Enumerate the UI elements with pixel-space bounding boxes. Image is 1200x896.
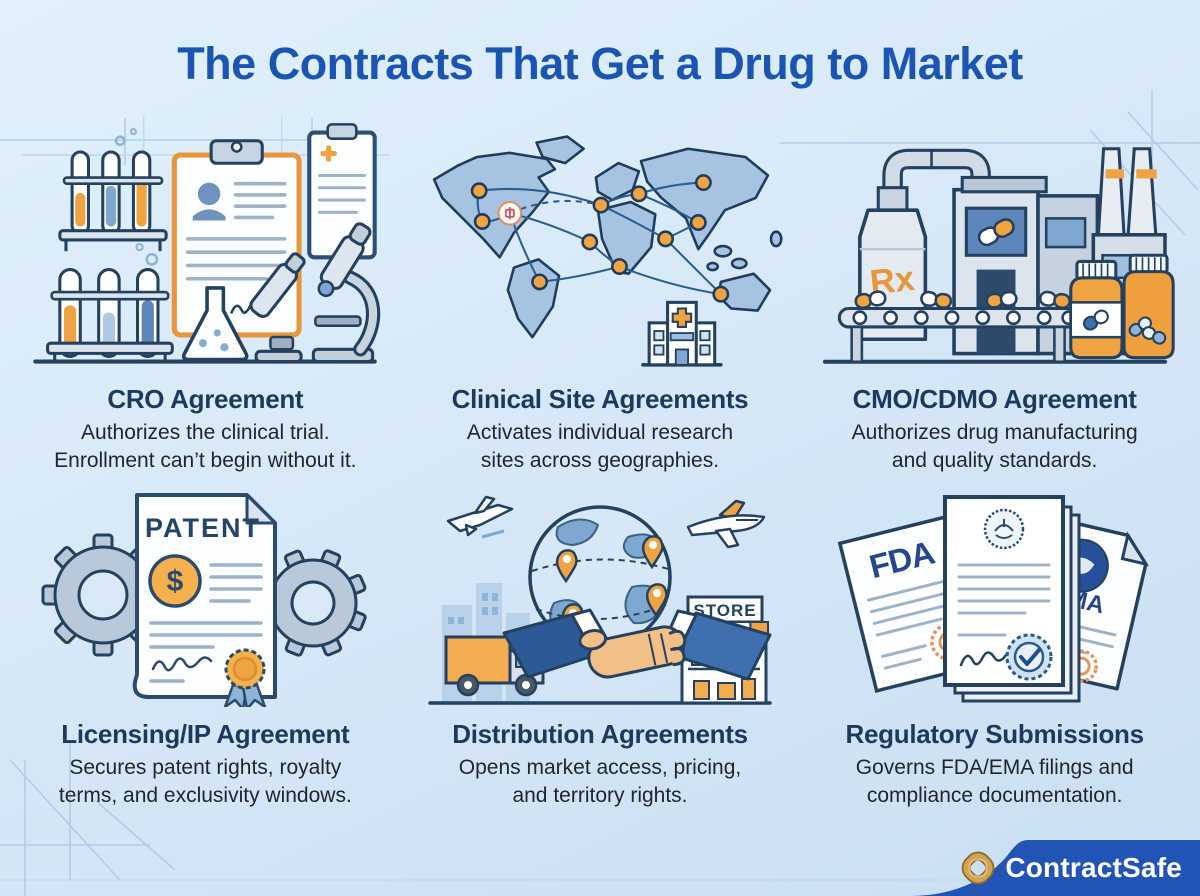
- panel-distribution-agreements: STORE: [403, 475, 798, 810]
- panel-regulatory-submissions: FDA: [797, 475, 1192, 810]
- distribution-illustration: STORE: [411, 485, 790, 707]
- signature-squiggle: [959, 651, 1007, 667]
- lab-illustration: [16, 110, 395, 372]
- approval-document: [942, 494, 1065, 687]
- signature-squiggle: [152, 656, 213, 672]
- panel-licensing-ip-agreement: PATENT $: [8, 475, 403, 810]
- panel-description: Secures patent rights, royalty terms, an…: [58, 755, 352, 807]
- regulatory-documents-icon: FDA: [837, 494, 1149, 703]
- world-map-illustration: [411, 110, 790, 372]
- airplane-icon: [686, 499, 766, 549]
- airplane-outline-icon: [446, 495, 514, 539]
- test-tube-rack-top: [58, 150, 169, 252]
- store-sign-label: STORE: [693, 601, 756, 620]
- patent-document-icon: PATENT $: [41, 492, 367, 707]
- pill-bottle-amber: [1122, 253, 1175, 360]
- test-tube-rack-bottom: [46, 268, 175, 362]
- panel-grid: CRO Agreement Authorizes the clinical tr…: [8, 110, 1192, 810]
- clipboard-document: [172, 139, 302, 338]
- pill-bottle-labeled: [1068, 259, 1124, 360]
- factory-illustration: Rx: [805, 110, 1184, 372]
- world-map-icon: [432, 135, 783, 367]
- flask-icon: [182, 286, 249, 362]
- panel-heading: CRO Agreement: [107, 384, 304, 414]
- patent-illustration: PATENT $: [16, 485, 395, 707]
- panel-heading: Regulatory Submissions: [845, 718, 1145, 749]
- pill-on-label-icon: [1082, 309, 1109, 331]
- patent-paper: PATENT $: [133, 492, 278, 707]
- contractsafe-logo-icon: [961, 851, 995, 885]
- panel-heading: CMO/CDMO Agreement: [852, 384, 1137, 414]
- panel-heading: Clinical Site Agreements: [451, 384, 749, 414]
- panel-cro-agreement: CRO Agreement Authorizes the clinical tr…: [8, 110, 403, 475]
- regulatory-illustration: FDA: [805, 485, 1184, 707]
- brand-banner: ContractSafe: [910, 840, 1200, 896]
- network-nodes: [470, 174, 730, 303]
- svg-text:$: $: [167, 565, 184, 598]
- panel-cmo-cdmo-agreement: Rx: [797, 110, 1192, 475]
- highlight-node-icon: [497, 200, 523, 226]
- panel-description: Activates individual research sites acro…: [466, 421, 734, 472]
- panel-description: Authorizes drug manufacturing and qualit…: [851, 421, 1138, 472]
- page-title: The Contracts That Get a Drug to Market: [177, 38, 1023, 89]
- hospital-icon: [641, 300, 723, 367]
- factory-icon: Rx: [822, 147, 1175, 364]
- capsule-icon: [977, 218, 1015, 247]
- lab-scene-icon: [21, 116, 390, 364]
- panel-description: Opens market access, pricing, and territ…: [458, 755, 742, 807]
- hospital-cross-icon: [671, 307, 693, 328]
- handshake-icon: [502, 608, 772, 681]
- panel-heading: Licensing/IP Agreement: [61, 718, 350, 749]
- brand-name: ContractSafe: [1005, 852, 1182, 883]
- panel-description: Authorizes the clinical trial. Enrollmen…: [54, 421, 357, 472]
- eagle-seal-icon: [983, 508, 1024, 550]
- panel-clinical-site-agreements: Clinical Site Agreements Activates indiv…: [403, 110, 798, 475]
- award-ribbon-icon: [224, 648, 267, 707]
- panel-description: Governs FDA/EMA filings and compliance d…: [855, 755, 1134, 807]
- check-badge-icon: [1005, 633, 1053, 681]
- distribution-scene-icon: STORE: [428, 495, 772, 705]
- plus-icon: [320, 145, 338, 162]
- panel-heading: Distribution Agreements: [452, 718, 748, 749]
- dollar-coin-icon: [148, 554, 203, 608]
- microscope-icon: [312, 222, 381, 364]
- continents: [432, 135, 783, 339]
- conveyor-belt: [837, 290, 1081, 364]
- small-microscope-icon: [249, 252, 307, 364]
- patent-label: PATENT: [145, 513, 261, 543]
